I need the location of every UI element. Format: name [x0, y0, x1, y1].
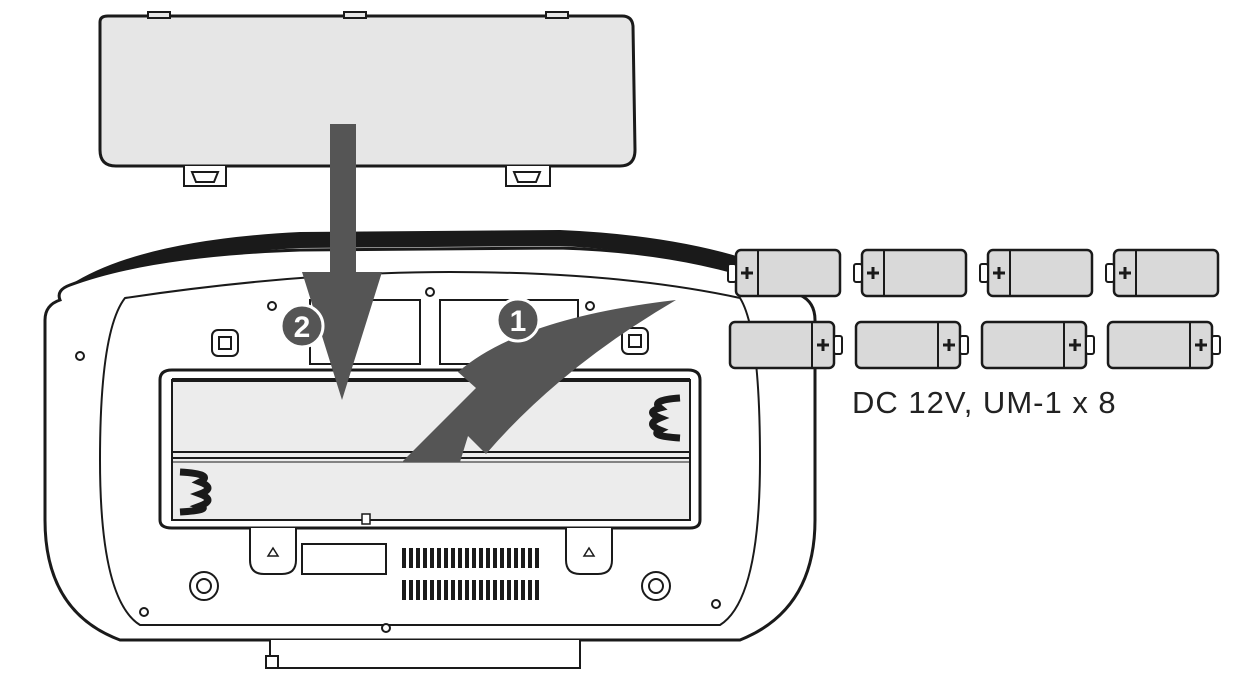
plus-terminal-icon: [993, 267, 1005, 279]
vent-slot: [444, 548, 448, 568]
vent-slot: [458, 548, 462, 568]
vent-slot: [507, 548, 511, 568]
plus-terminal-icon: [1119, 267, 1131, 279]
plus-terminal-icon: [1195, 339, 1207, 351]
vent-slot: [423, 580, 427, 600]
vent-slot: [423, 548, 427, 568]
vent-slot: [528, 580, 532, 600]
vent-grille: [402, 548, 539, 600]
battery-cell: [727, 248, 842, 298]
spring-contact: [179, 468, 212, 516]
vent-slot: [521, 548, 525, 568]
vent-slot: [479, 548, 483, 568]
vent-slot: [472, 548, 476, 568]
vent-slot: [514, 580, 518, 600]
vent-slot: [458, 580, 462, 600]
battery-compartment-lid: [98, 11, 637, 187]
battery-row-top: [727, 248, 1220, 298]
vent-slot: [465, 548, 469, 568]
vent-slot: [479, 580, 483, 600]
vent-slot: [535, 580, 539, 600]
rubber-foot: [641, 571, 671, 601]
battery-cell: [854, 320, 969, 370]
vent-slot: [409, 580, 413, 600]
battery-row-bottom: [728, 320, 1221, 370]
latch-slot-left: [249, 528, 297, 575]
battery-spec-label: DC 12V, UM-1 x 8: [852, 385, 1117, 420]
vent-slot: [507, 580, 511, 600]
battery-cell: [979, 248, 1094, 298]
battery-cell: [728, 320, 843, 370]
battery-cell: [853, 248, 968, 298]
battery-cell: [980, 320, 1095, 370]
vent-slot: [493, 580, 497, 600]
plus-terminal-icon: [867, 267, 879, 279]
battery-cell: [1106, 320, 1221, 370]
vent-slot: [416, 580, 420, 600]
vent-slot: [430, 548, 434, 568]
vent-slot: [465, 580, 469, 600]
vent-slot: [402, 548, 406, 568]
vent-slot: [437, 548, 441, 568]
vent-slot: [416, 548, 420, 568]
vent-slot: [514, 548, 518, 568]
battery-cell: [1105, 248, 1220, 298]
plus-terminal-icon: [1069, 339, 1081, 351]
latch-slot-right: [565, 528, 613, 575]
lid-clip-left: [183, 166, 227, 187]
vent-slot: [451, 548, 455, 568]
plus-terminal-icon: [817, 339, 829, 351]
step-1-arrow: [402, 300, 676, 462]
step-1-number: 1: [510, 305, 527, 338]
plus-terminal-icon: [741, 267, 753, 279]
vent-slot: [402, 580, 406, 600]
step-1-badge: 1: [495, 297, 541, 343]
vent-slot: [500, 580, 504, 600]
vent-slot: [472, 580, 476, 600]
vent-slot: [451, 580, 455, 600]
spring-contact: [649, 394, 681, 442]
vent-slot: [500, 548, 504, 568]
rubber-foot: [621, 327, 649, 355]
vent-slot: [493, 548, 497, 568]
step-2-number: 2: [294, 311, 311, 344]
rubber-foot: [189, 571, 219, 601]
vent-slot: [409, 548, 413, 568]
lid-clip-right: [505, 166, 551, 187]
vent-slot: [528, 548, 532, 568]
vent-slot: [444, 580, 448, 600]
rubber-foot: [211, 329, 239, 357]
vent-slot: [521, 580, 525, 600]
vent-slot: [437, 580, 441, 600]
vent-slot: [486, 580, 490, 600]
vent-slot: [535, 548, 539, 568]
step-2-badge: 2: [279, 303, 325, 349]
vent-slot: [486, 548, 490, 568]
plus-terminal-icon: [943, 339, 955, 351]
vent-slot: [430, 580, 434, 600]
